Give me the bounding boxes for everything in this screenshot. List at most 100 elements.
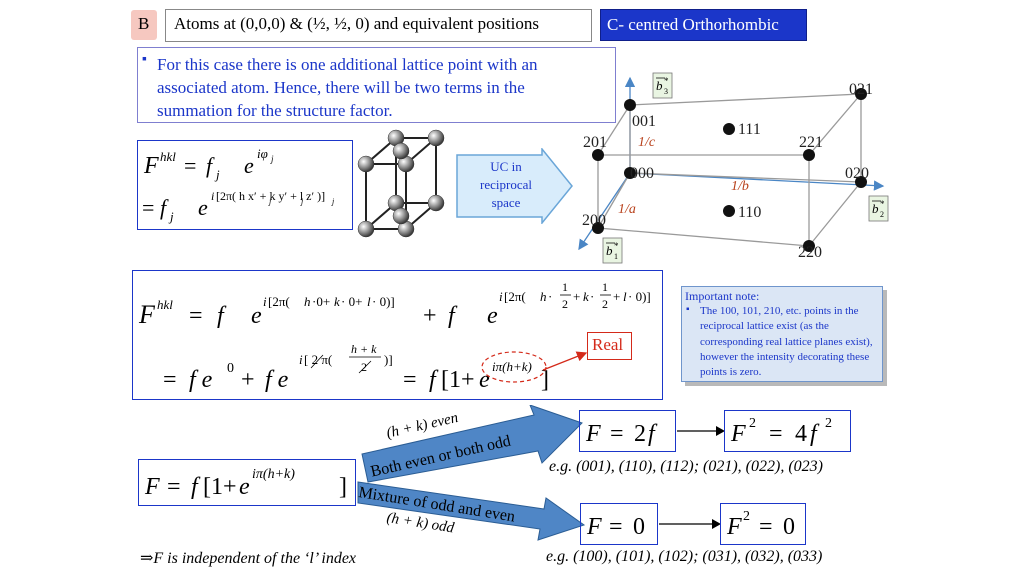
even-result-formula: F = 2 f: [585, 421, 658, 447]
svg-text:+: +: [423, 303, 437, 329]
formula-structure-factor-box: F hkl = f j e iφ j = f j e i [2π( h x′ +…: [137, 140, 353, 230]
formula-derivation: F hkl = f e i [2π( h ·0+ k · 0+ l · 0)] …: [138, 280, 651, 393]
svg-text:=: =: [403, 367, 417, 393]
svg-text:*: *: [614, 241, 619, 251]
svg-text:iφ: iφ: [257, 146, 268, 161]
svg-text:=: =: [189, 303, 203, 329]
svg-text:1: 1: [602, 280, 608, 294]
svg-text:1: 1: [614, 252, 618, 261]
important-note-box: [681, 286, 883, 382]
svg-text:[ 2 π(: [ 2 π(: [304, 352, 332, 367]
even-examples: e.g. (001), (110), (112); (021), (022), …: [549, 458, 823, 475]
svg-text:3: 3: [664, 87, 668, 96]
important-note-text: The 100, 101, 210, etc. points in the re…: [700, 305, 873, 379]
important-note-title: Important note:: [685, 289, 760, 303]
label-110: 110: [738, 204, 761, 221]
important-note-bullet: ▪: [686, 304, 690, 315]
svg-text:2: 2: [562, 297, 568, 311]
svg-text:hkl: hkl: [157, 297, 173, 312]
svg-text:e: e: [487, 303, 498, 329]
svg-text:+: +: [573, 289, 580, 304]
svg-text:· 0)]: · 0)]: [372, 294, 395, 309]
svg-text:e: e: [239, 474, 250, 500]
label-111: 111: [738, 121, 761, 138]
label-201: 201: [583, 134, 607, 151]
svg-text:1: 1: [562, 280, 568, 294]
svg-text:0: 0: [783, 514, 795, 540]
svg-text:+: +: [613, 289, 620, 304]
svg-text:*: *: [880, 199, 885, 209]
label-1-over-b: 1/b: [731, 179, 749, 194]
svg-text:*: *: [664, 76, 669, 86]
slide-badge: [131, 10, 157, 40]
svg-text:f: f: [191, 474, 201, 500]
svg-text:h + k: h + k: [351, 342, 377, 356]
svg-text:i: i: [499, 289, 503, 304]
svg-text:=: =: [167, 474, 181, 500]
svg-text:j: j: [268, 197, 272, 206]
label-000: 000: [630, 165, 654, 182]
b2-vector-label: b * 2: [868, 195, 889, 222]
svg-text:f: f: [217, 303, 227, 329]
svg-text:f e: f e: [189, 367, 213, 393]
svg-text:f: f: [810, 421, 820, 447]
slide-badge-letter: B: [138, 14, 150, 33]
c-centred-unit-cell: [357, 129, 445, 238]
svg-text:]: ]: [339, 474, 347, 500]
formula-simplified: F = f [1+ e iπ(h+k) ]: [144, 467, 347, 500]
label-001: 001: [632, 113, 656, 130]
label-1-over-c: 1/c: [638, 135, 656, 150]
svg-text:e: e: [479, 367, 490, 393]
b1-axis: [578, 172, 631, 251]
svg-text:i: i: [299, 352, 303, 367]
real-label-box: [587, 332, 632, 360]
label-020: 020: [845, 165, 869, 182]
svg-text:f: f: [429, 367, 439, 393]
svg-text:·0+: ·0+: [312, 294, 330, 309]
svg-text:e: e: [244, 153, 254, 178]
svg-text:F: F: [586, 514, 602, 540]
label-1-over-a: 1/a: [618, 202, 636, 217]
svg-text:f: f: [448, 303, 458, 329]
even-result-box: F = 2 f: [579, 410, 676, 452]
even-result-arrow: [677, 426, 725, 436]
svg-text:F: F: [138, 300, 156, 329]
svg-text:iπ(h+k): iπ(h+k): [252, 467, 295, 482]
svg-text:l: l: [367, 294, 371, 309]
svg-text:i: i: [263, 294, 267, 309]
odd-squared-box: F 2 = 0: [720, 503, 806, 545]
odd-result-formula: F = 0: [586, 514, 645, 540]
svg-text:e: e: [251, 303, 262, 329]
svg-text:b: b: [656, 78, 663, 93]
svg-text:=: =: [142, 195, 154, 220]
svg-text:]: ]: [541, 367, 549, 393]
even-squared-box: F 2 = 4 f 2: [724, 410, 851, 452]
svg-text:[2π(: [2π(: [268, 294, 290, 309]
svg-text:=: =: [163, 367, 177, 393]
svg-text:F: F: [144, 474, 160, 500]
svg-text:f: f: [160, 195, 169, 220]
footer-conclusion: ⇒F is independent of the ‘l’ index: [140, 550, 357, 567]
label-221: 221: [799, 134, 823, 151]
svg-text:=: =: [184, 153, 196, 178]
svg-text:=: =: [609, 514, 623, 540]
odd-result-arrow: [659, 519, 721, 529]
svg-text:[1+: [1+: [203, 474, 237, 500]
odd-case-arrow: [357, 481, 586, 541]
svg-text:· 0+: · 0+: [341, 294, 362, 309]
b1-vector-label: b * 1: [602, 237, 623, 264]
svg-text:h: h: [540, 289, 547, 304]
lattice-type-badge: [600, 9, 807, 41]
svg-text:2: 2: [880, 210, 884, 219]
odd-squared-formula: F 2 = 0: [726, 509, 795, 540]
svg-text:+: +: [241, 367, 255, 393]
svg-text:e: e: [198, 195, 208, 220]
label-021: 021: [849, 81, 873, 98]
svg-text:j: j: [270, 154, 274, 164]
intro-bullet: ▪: [142, 52, 147, 67]
formula-derivation-box: F hkl = f e i [2π( h ·0+ k · 0+ l · 0)] …: [132, 270, 663, 400]
svg-text:[1+: [1+: [441, 367, 475, 393]
slide-title: Atoms at (0,0,0) & (½, ½, 0) and equival…: [174, 14, 539, 33]
svg-text:j: j: [331, 197, 335, 206]
real-label: Real: [592, 335, 624, 354]
